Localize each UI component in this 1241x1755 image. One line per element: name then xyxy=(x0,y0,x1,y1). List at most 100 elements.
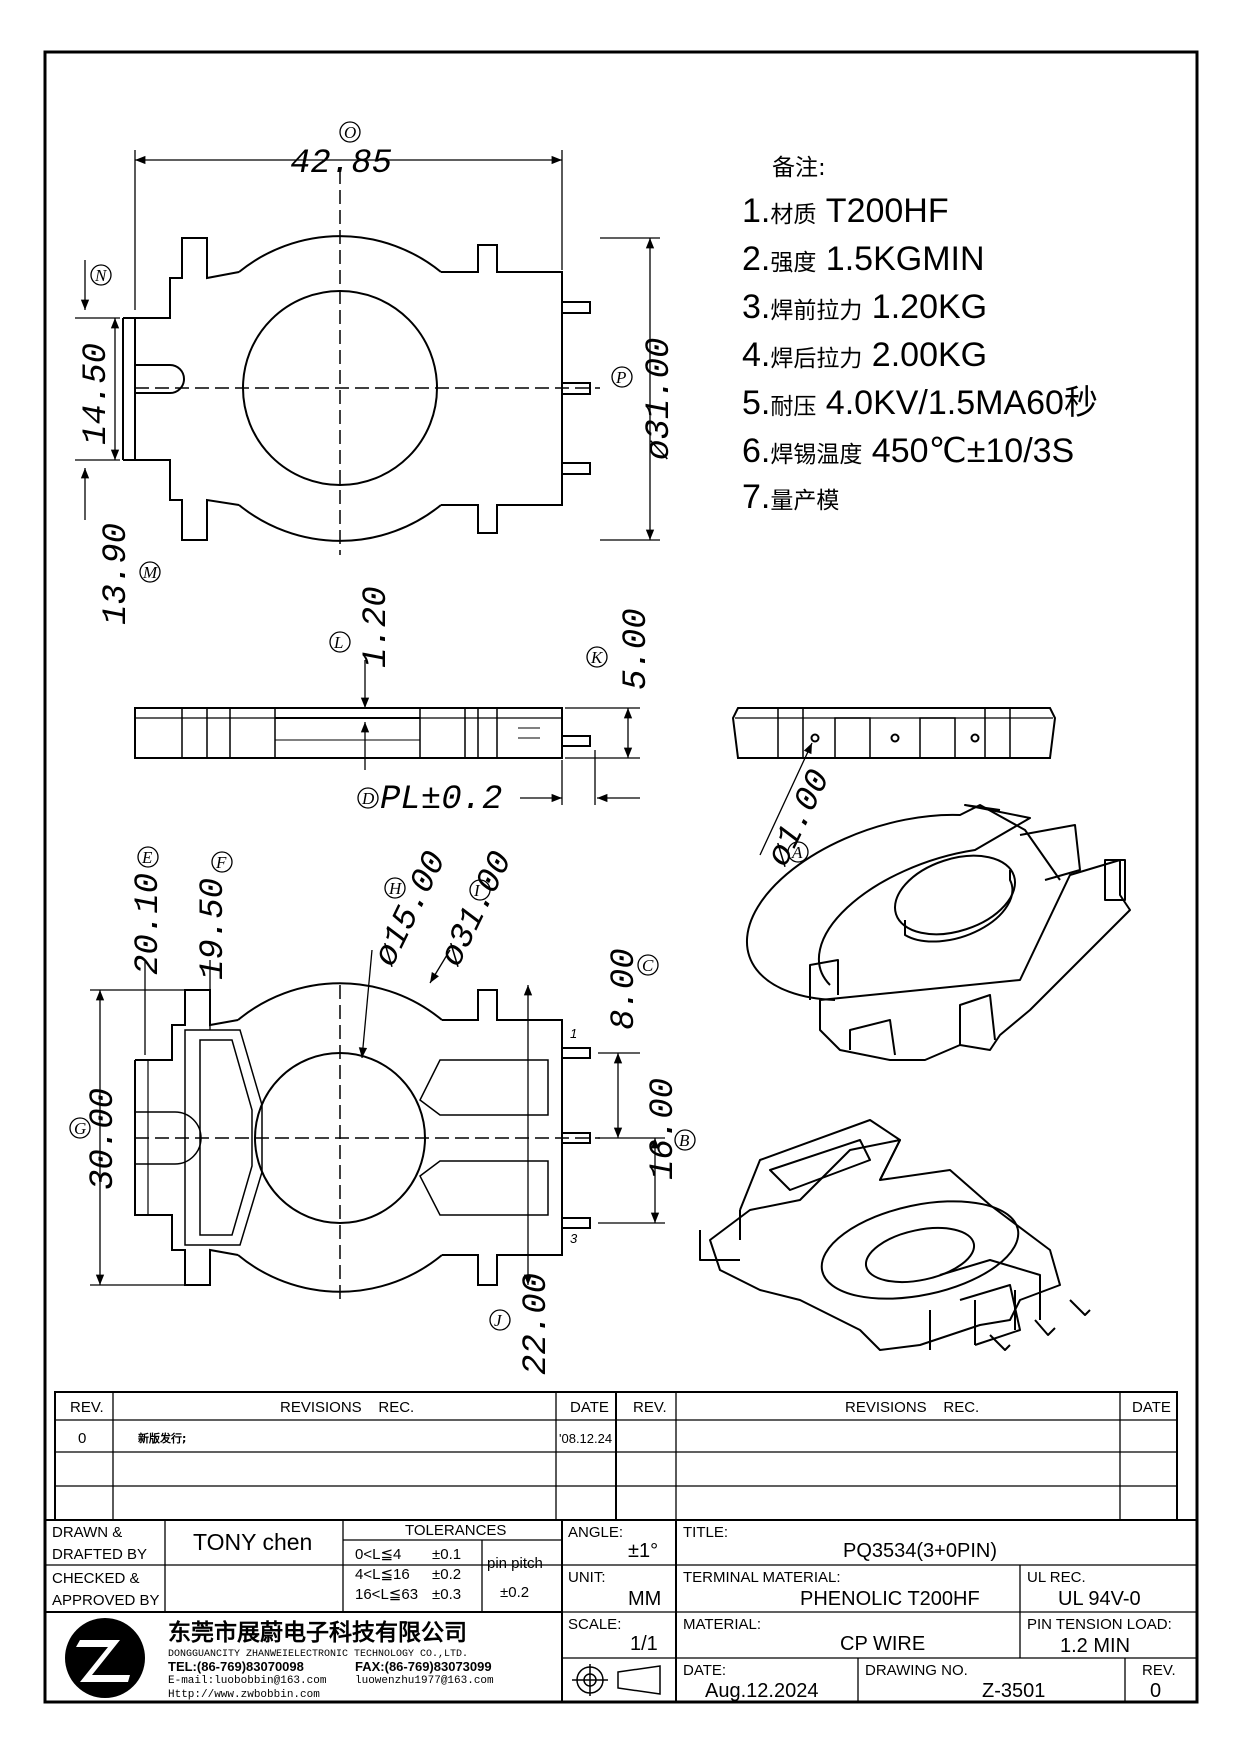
svg-text:E: E xyxy=(141,848,153,867)
svg-text:L: L xyxy=(333,633,343,652)
date-header-right: DATE xyxy=(1132,1399,1171,1416)
tolerance-range-2: 16<L≦63 xyxy=(355,1586,418,1603)
svg-text:DRAFTED BY: DRAFTED BY xyxy=(52,1546,147,1563)
checked-label: CHECKED & APPROVED BY xyxy=(52,1570,160,1609)
tension-value: 1.2 MIN xyxy=(1060,1635,1130,1657)
ref-m: M xyxy=(139,561,161,583)
tolerance-range-1: 4<L≦16 xyxy=(355,1566,410,1583)
drawing-label: DRAWING NO. xyxy=(865,1662,968,1679)
angle-label: ANGLE: xyxy=(568,1524,623,1541)
dim-f: 19.50 xyxy=(195,878,233,980)
svg-text:H: H xyxy=(388,879,403,898)
note-item-1: 1.材质 T200HF xyxy=(742,192,949,230)
tolerance-range-0: 0<L≦4 xyxy=(355,1546,401,1563)
ref-g: G xyxy=(69,1117,91,1139)
ul-label: UL REC. xyxy=(1027,1569,1086,1586)
ref-i: I xyxy=(469,879,491,901)
notes-heading: 备注: xyxy=(772,155,826,181)
rev-header-left: REV. xyxy=(70,1399,104,1416)
svg-text:APPROVED BY: APPROVED BY xyxy=(52,1592,160,1609)
projection-symbol-icon xyxy=(572,1664,661,1696)
svg-text:N: N xyxy=(94,266,108,285)
dim-slot-height: 14.50 xyxy=(78,343,116,445)
ref-o: O xyxy=(339,121,361,143)
tolerance-value-2: ±0.3 xyxy=(432,1586,461,1603)
dim-height-top: ø31.00 xyxy=(641,338,679,460)
note-item-2: 2.强度 1.5KGMIN xyxy=(742,240,985,278)
scale-label: SCALE: xyxy=(568,1616,621,1633)
drawn-label: DRAWN & DRAFTED BY xyxy=(52,1524,147,1563)
terminal-value: PHENOLIC T200HF xyxy=(800,1588,980,1610)
rev-row-0-rev: 0 xyxy=(78,1430,86,1447)
tolerance-value-0: ±0.1 xyxy=(432,1546,461,1563)
drawing-frame xyxy=(43,50,1199,1704)
notes-block: 备注: 1.材质 T200HF 2.强度 1.5KGMIN 3.焊前拉力 1.20K… xyxy=(742,155,1098,516)
svg-text:I: I xyxy=(473,881,481,900)
dim-e: 20.10 xyxy=(130,873,168,975)
company-web: Http://www.zwbobbin.com xyxy=(168,1689,320,1701)
material-label: MATERIAL: xyxy=(683,1616,761,1633)
date-value: Aug.12.2024 xyxy=(705,1680,818,1702)
dim-pin-length: 5.00 xyxy=(618,608,656,690)
ref-a: A xyxy=(787,841,809,863)
ref-j: J xyxy=(489,1309,511,1331)
dim-pin-pitch: 8.00 xyxy=(606,948,644,1030)
company-tel: TEL:(86-769)83070098 xyxy=(168,1659,304,1674)
pin-3-label: 3 xyxy=(570,1231,578,1246)
rev-header-right: REV. xyxy=(633,1399,667,1416)
ref-e: E xyxy=(137,846,159,868)
title-value: PQ3534(3+0PIN) xyxy=(843,1540,997,1562)
dim-slot-offset: 13.90 xyxy=(98,523,136,625)
unit-label: UNIT: xyxy=(568,1569,606,1586)
rev-label: REV. xyxy=(1142,1662,1176,1679)
scale-value: 1/1 xyxy=(630,1633,658,1655)
svg-text:M: M xyxy=(142,563,158,582)
title-block xyxy=(44,1519,1198,1703)
side-view-right xyxy=(731,707,1057,759)
ref-d: D xyxy=(357,787,379,809)
ref-h: H xyxy=(384,877,406,899)
note-item-4: 4.焊后拉力 2.00KG xyxy=(742,336,987,374)
isometric-view-bottom xyxy=(699,1119,1091,1351)
svg-text:C: C xyxy=(642,956,654,975)
note-item-3: 3.焊前拉力 1.20KG xyxy=(742,288,987,326)
svg-text:B: B xyxy=(679,1131,690,1150)
note-item-5: 5.耐压 4.0KV/1.5MA60秒 xyxy=(742,384,1098,422)
pin-1-label: 1 xyxy=(570,1026,577,1041)
drawing-value: Z-3501 xyxy=(982,1680,1045,1702)
bottom-view xyxy=(134,982,600,1300)
company-name-cn: 东莞市展蔚电子科技有限公司 xyxy=(168,1619,467,1646)
svg-text:DRAWN &: DRAWN & xyxy=(52,1524,122,1541)
tolerance-value-1: ±0.2 xyxy=(432,1566,461,1583)
company-logo-icon xyxy=(65,1618,145,1698)
dim-width-top: 42.85 xyxy=(290,145,392,183)
side-view-front xyxy=(134,707,591,759)
svg-text:A: A xyxy=(791,843,803,862)
date-header-left: DATE xyxy=(570,1399,609,1416)
material-value: CP WIRE xyxy=(840,1633,925,1655)
unit-value: MM xyxy=(628,1588,661,1610)
dim-height-bottom: 30.00 xyxy=(85,1088,123,1190)
revision-table xyxy=(54,1391,1178,1521)
rec-header-left: REVISIONS REC. xyxy=(280,1399,414,1416)
company-email-2: luowenzhu1977@163.com xyxy=(355,1675,494,1687)
note-item-7: 7.量产模 xyxy=(742,478,839,516)
pitch-tol: ±0.2 xyxy=(500,1584,529,1601)
dim-pin-span: 16.00 xyxy=(645,1078,683,1180)
svg-text:CHECKED &: CHECKED & xyxy=(52,1570,140,1587)
ref-c: C xyxy=(637,954,659,976)
svg-text:J: J xyxy=(494,1311,503,1330)
ref-b: B xyxy=(674,1129,696,1151)
tension-label: PIN TENSION LOAD: xyxy=(1027,1616,1172,1633)
angle-value: ±1° xyxy=(628,1540,658,1562)
tolerance-title: TOLERANCES xyxy=(405,1522,506,1539)
rec-header-right: REVISIONS REC. xyxy=(845,1399,979,1416)
svg-text:P: P xyxy=(615,368,626,387)
terminal-label: TERMINAL MATERIAL: xyxy=(683,1569,841,1586)
ref-n: N xyxy=(90,264,112,286)
date-label: DATE: xyxy=(683,1662,726,1679)
drawn-value: TONY chen xyxy=(193,1529,312,1555)
svg-text:D: D xyxy=(361,789,375,808)
ref-k: K xyxy=(586,646,608,668)
